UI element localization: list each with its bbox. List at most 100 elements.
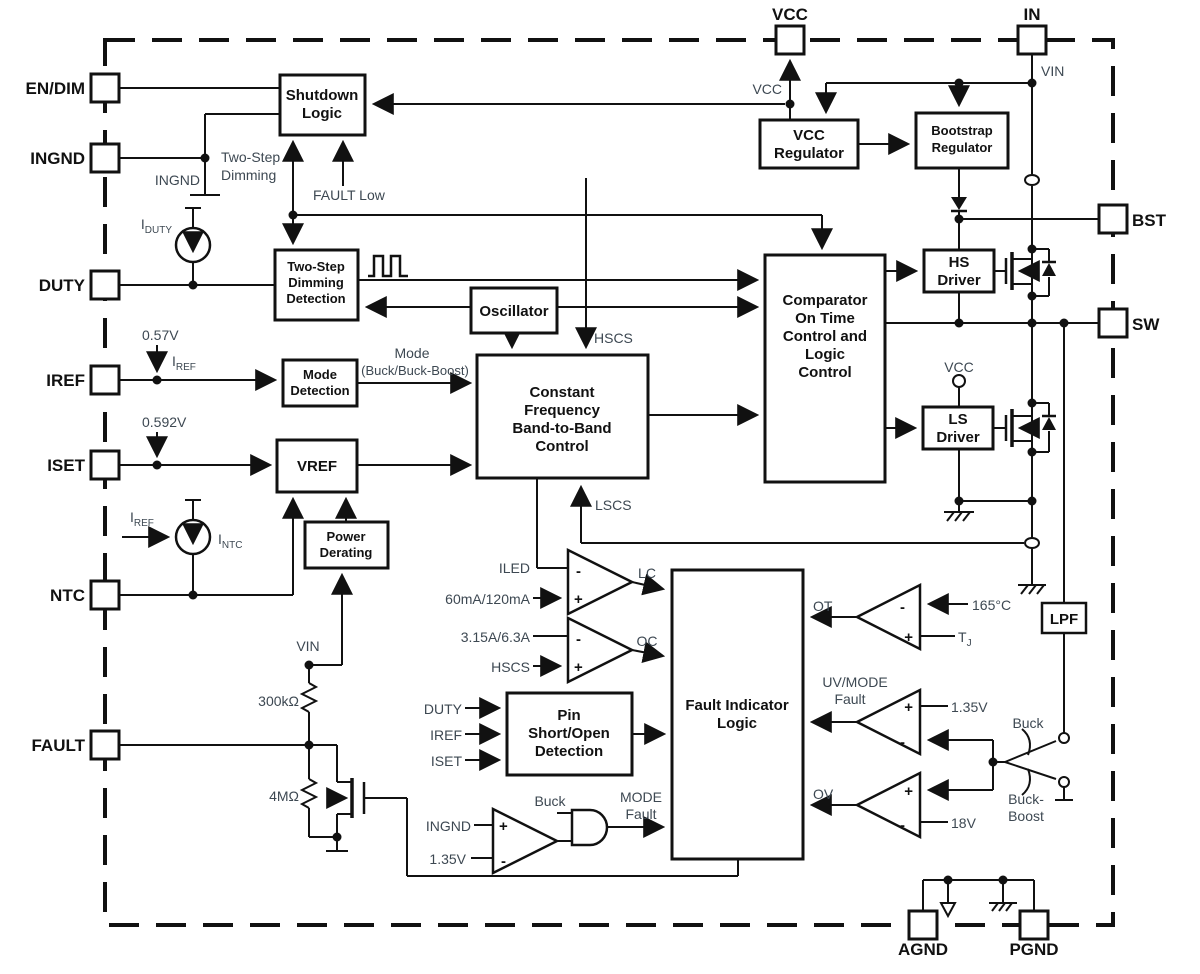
wire-hop-icon	[1024, 174, 1040, 186]
label-iduty: IDUTY	[141, 216, 172, 236]
ov-comparator: + -	[854, 770, 922, 840]
block-label: Short/Open	[528, 725, 610, 742]
block-label: Pin	[557, 707, 580, 724]
uv-comparator: + -	[854, 687, 922, 757]
label-intc: INTC	[218, 531, 242, 551]
pin-agnd	[907, 909, 939, 941]
pin-fault	[89, 729, 121, 761]
label-fault-low: FAULT Low	[313, 187, 386, 203]
minus-sign: -	[900, 734, 905, 751]
pin-label-pgnd: PGND	[1009, 940, 1058, 959]
label-oc: OC	[637, 633, 658, 649]
plus-sign: +	[574, 591, 583, 608]
iduty-current-source-icon	[174, 226, 212, 264]
hs-mosfet-icon	[1004, 252, 1014, 290]
ls-mosfet-icon	[1004, 409, 1014, 447]
minus-sign: -	[576, 631, 581, 648]
pins	[89, 24, 1129, 941]
label-buck: Buck	[1012, 715, 1044, 731]
label-vin: VIN	[1041, 63, 1064, 79]
block-label: Driver	[936, 429, 980, 446]
oc-comparator: - +	[566, 615, 635, 685]
pin-bst	[1097, 203, 1129, 235]
label-vcc-ls: VCC	[944, 359, 974, 375]
buck-switch-contact-icon	[1058, 732, 1070, 744]
block-label: Bootstrap	[931, 123, 992, 138]
block-label: Regulator	[932, 140, 993, 155]
block-label: LS	[948, 411, 967, 428]
ic-boundary	[103, 38, 1115, 927]
block-label: Fault Indicator	[685, 697, 789, 714]
block-label: Driver	[937, 272, 981, 289]
label-mode-fault-2: Fault	[625, 806, 656, 822]
label-ov: OV	[813, 786, 834, 802]
label-300k: 300kΩ	[258, 693, 299, 709]
pin-label-en-dim: EN/DIM	[26, 79, 86, 98]
buckboost-switch-arc	[1021, 768, 1031, 796]
minus-sign: -	[900, 599, 905, 616]
resistor-300k	[299, 682, 319, 713]
minus-sign: -	[900, 817, 905, 834]
plus-sign: +	[904, 629, 913, 646]
block-label: Detection	[286, 291, 345, 306]
label-165c: 165°C	[972, 597, 1011, 613]
label-vcc-net: VCC	[752, 81, 782, 97]
label-two-step: Two-Step	[221, 149, 280, 165]
plus-sign: +	[499, 818, 508, 835]
label-18v: 18V	[951, 815, 977, 831]
label-iref-current2: IREF	[130, 509, 154, 529]
pin-in	[1016, 24, 1048, 56]
pin-label-ingnd: INGND	[30, 149, 85, 168]
plus-sign: +	[904, 699, 913, 716]
pin-iref	[89, 364, 121, 396]
block-label: Mode	[303, 367, 337, 382]
resistor-4m	[299, 778, 319, 809]
hs-body-diode-icon	[1042, 260, 1056, 276]
pwm-waveform-icon	[368, 254, 408, 278]
pin-vcc	[774, 24, 806, 56]
label-mode-paren: (Buck/Buck-Boost)	[361, 363, 469, 378]
label-vin2: VIN	[296, 638, 319, 654]
pin-label-iref: IREF	[46, 371, 85, 390]
label-dimming: Dimming	[221, 167, 276, 183]
pin-sw	[1097, 307, 1129, 339]
block-label: Oscillator	[479, 303, 548, 320]
label-uv-fault: Fault	[834, 691, 865, 707]
block-label: Power	[326, 529, 365, 544]
label-hscs: HSCS	[594, 330, 633, 346]
block-label: Frequency	[524, 402, 601, 419]
pin-ntc	[89, 579, 121, 611]
bootstrap-diode-icon	[951, 197, 967, 213]
wire-hop-icon	[1024, 537, 1040, 549]
block-lpf: LPF	[1040, 601, 1088, 635]
block-label: Detection	[290, 383, 349, 398]
pin-label-vcc: VCC	[772, 5, 808, 24]
intc-current-source-icon	[174, 518, 212, 556]
label-mode-fault-1: MODE	[620, 789, 662, 805]
pin-label-iset: ISET	[47, 456, 85, 475]
label-buck-and: Buck	[534, 793, 566, 809]
pin-labels: EN/DIM INGND DUTY IREF ISET NTC FAULT VC…	[26, 5, 1167, 959]
label-mode: Mode	[394, 345, 429, 361]
block-label: Control and	[783, 328, 867, 345]
label-057v: 0.57V	[142, 327, 179, 343]
label-ot: OT	[813, 598, 833, 614]
signal-labels: VCC VIN VIN FAULT Low Two-Step Dimming I…	[130, 63, 1064, 867]
pin-label-fault: FAULT	[31, 736, 85, 755]
label-315a-63a: 3.15A/6.3A	[461, 629, 531, 645]
block-label: Comparator	[782, 292, 867, 309]
